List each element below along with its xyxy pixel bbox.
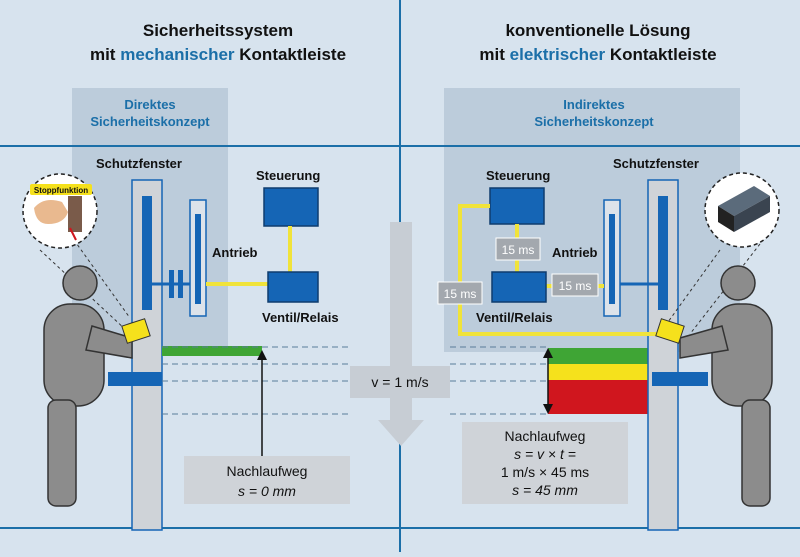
left-overrun-label: Nachlaufweg [227,463,308,479]
finger-icon [34,200,68,224]
left-table [108,372,162,386]
right-drive-label: Antrieb [552,245,598,260]
stop-function-label: Stoppfunktion [34,186,88,195]
right-overrun-arrowhead-bottom [543,404,553,414]
speed-label: v = 1 m/s [371,374,428,390]
left-title-line2: mit mechanischer Kontaktleiste [90,45,346,64]
left-valve-label: Ventil/Relais [262,310,339,325]
right-concept-line1: Indirektes [563,97,624,112]
right-title-accent: elektrischer [510,45,606,64]
edge-profile-side-icon [718,206,734,232]
right-valve-label: Ventil/Relais [476,310,553,325]
delay-label-3: 15 ms [559,279,592,293]
right-detail-line-a [667,249,721,323]
left-window-label: Schutzfenster [96,156,182,171]
right-warn-zone-yellow [548,364,648,380]
delay-badge-1 [495,237,541,261]
stop-edge-icon [68,196,82,232]
right-formula-line3: s = 45 mm [512,482,578,498]
left-coupling-plate-b [178,270,183,298]
left-title-line1: Sicherheitssystem [143,21,293,40]
right-title-line2: mit elektrischer Kontaktleiste [479,45,716,64]
stop-function-tag [30,184,92,195]
right-valve-box [491,271,547,303]
right-control-label: Steuerung [486,168,550,183]
delay-badge-3 [551,273,599,297]
right-person-leg [741,399,771,507]
left-person-figure [43,265,133,507]
right-person-head [720,265,756,301]
right-concept-line2: Sicherheitskonzept [534,114,654,129]
left-concept-line1: Direktes [124,97,175,112]
left-control-box [263,187,319,227]
right-overrun-label: Nachlaufweg [505,428,586,444]
left-concept-line2: Sicherheitskonzept [90,114,210,129]
right-window-glass [658,196,668,310]
right-danger-zone-red [548,380,648,414]
delay-label-2: 15 ms [444,287,477,301]
right-table [652,372,708,386]
left-window-glass [142,196,152,310]
right-hand-sensor [655,318,685,344]
edge-profile-front-icon [734,196,770,232]
edge-profile-top-icon [718,186,770,216]
right-person-torso [711,303,773,407]
right-formula-line2: 1 m/s × 45 ms [501,464,589,480]
left-person-leg [47,399,77,507]
right-safe-zone-green [548,348,648,364]
left-coupling-plate-a [169,270,174,298]
right-title-line1: konventionelle Lösung [505,21,690,40]
left-person-arm [85,325,133,359]
speed-arrowhead [378,420,424,446]
left-control-label: Steuerung [256,168,320,183]
left-overrun-arrowhead [257,350,267,360]
left-overrun-value: s = 0 mm [238,483,296,499]
left-title-accent: mechanischer [120,45,235,64]
right-detail-line-b [689,243,761,335]
left-drive-label: Antrieb [212,245,258,260]
right-person-figure [679,265,773,507]
stop-arrow-icon [69,227,77,241]
delay-label-1: 15 ms [502,243,535,257]
right-window-label: Schutzfenster [613,156,699,171]
speed-label-box [350,366,450,398]
right-overrun-arrowhead-top [543,348,553,358]
left-person-head [62,265,98,301]
right-person-arm [679,325,729,359]
left-person-torso [43,303,105,407]
left-hand-sensor [121,318,151,344]
right-overrun-box [462,422,628,504]
right-formula-line1: s = v × t = [514,446,576,462]
left-valve-box [267,271,319,303]
right-control-box [489,187,545,225]
left-detail-line-b [39,249,127,331]
left-drive-bar [195,214,201,304]
left-detail-line-a [73,239,131,319]
right-signal-sensor-control [458,204,668,336]
right-drive-bar [609,214,615,304]
left-safe-zone-bar [162,346,262,356]
left-overrun-box [184,456,350,504]
delay-badge-2 [437,281,483,305]
